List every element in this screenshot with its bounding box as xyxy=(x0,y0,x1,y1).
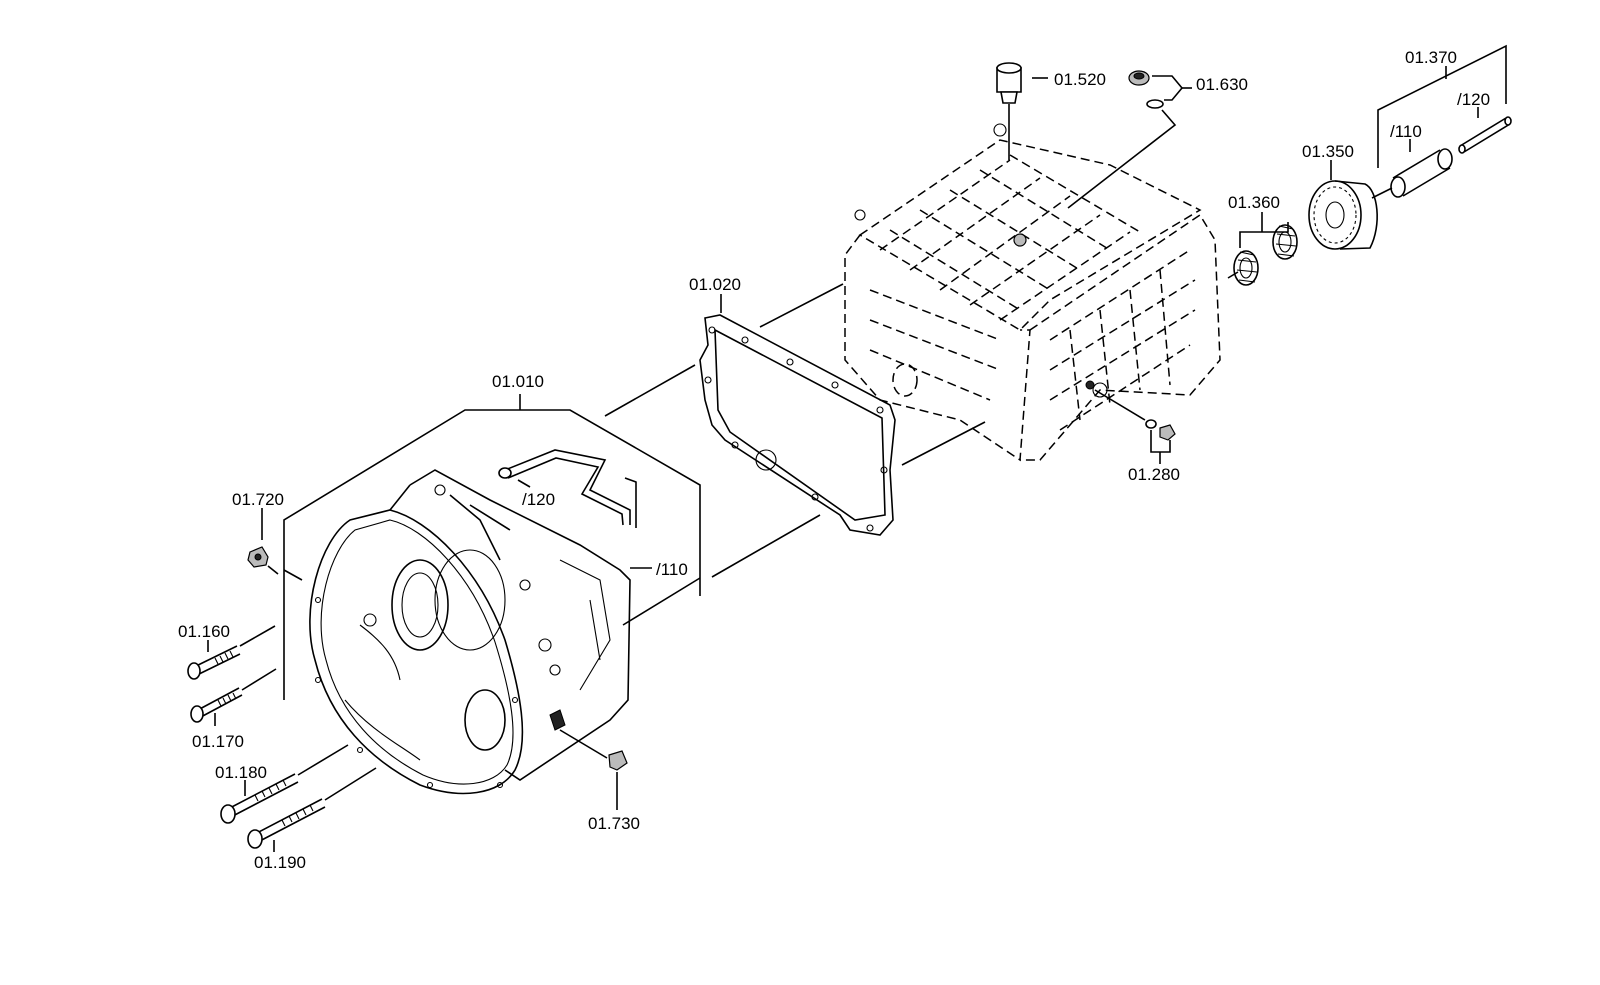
screw-01190 xyxy=(247,798,326,849)
label-housing-sleeve: /110 xyxy=(656,560,688,579)
gasket xyxy=(699,314,896,536)
leader-lines xyxy=(207,44,1507,852)
label-housing-pipe: /120 xyxy=(522,490,555,509)
label-housing-front: 01.010 xyxy=(492,372,544,391)
label-bearing-360: 01.360 xyxy=(1228,193,1280,212)
label-breather: 01.520 xyxy=(1054,70,1106,89)
gear-01350 xyxy=(1308,180,1378,250)
label-screw-170: 01.170 xyxy=(192,732,244,751)
plug-01630 xyxy=(1128,70,1164,109)
front-housing xyxy=(309,469,631,795)
gearbox-housing xyxy=(844,123,1221,462)
label-shaft-pin: /120 xyxy=(1457,90,1490,109)
label-screw-180: 01.180 xyxy=(215,763,267,782)
label-screw-190: 01.190 xyxy=(254,853,306,872)
label-shaft-sleeve: /110 xyxy=(1390,122,1422,141)
breather-01520 xyxy=(996,62,1022,104)
label-shaft-set: 01.370 xyxy=(1405,48,1457,67)
shaft-set-01370 xyxy=(1390,116,1512,198)
screw-01180 xyxy=(220,773,299,824)
label-gear-350: 01.350 xyxy=(1302,142,1354,161)
label-plug-280: 01.280 xyxy=(1128,465,1180,484)
plug-01720 xyxy=(247,546,269,568)
screw-01160 xyxy=(187,645,241,680)
label-gasket: 01.020 xyxy=(689,275,741,294)
label-plug-720: 01.720 xyxy=(232,490,284,509)
part-labels: 01.010 /120 /110 01.020 01.720 01.160 01… xyxy=(178,48,1490,872)
screw-01170 xyxy=(190,687,243,723)
label-plug-630: 01.630 xyxy=(1196,75,1248,94)
label-screw-160: 01.160 xyxy=(178,622,230,641)
label-plug-730: 01.730 xyxy=(588,814,640,833)
bearing-01360 xyxy=(1233,224,1298,286)
pipe xyxy=(498,449,637,528)
plug-01280 xyxy=(1145,419,1176,441)
plug-01730 xyxy=(608,750,628,771)
